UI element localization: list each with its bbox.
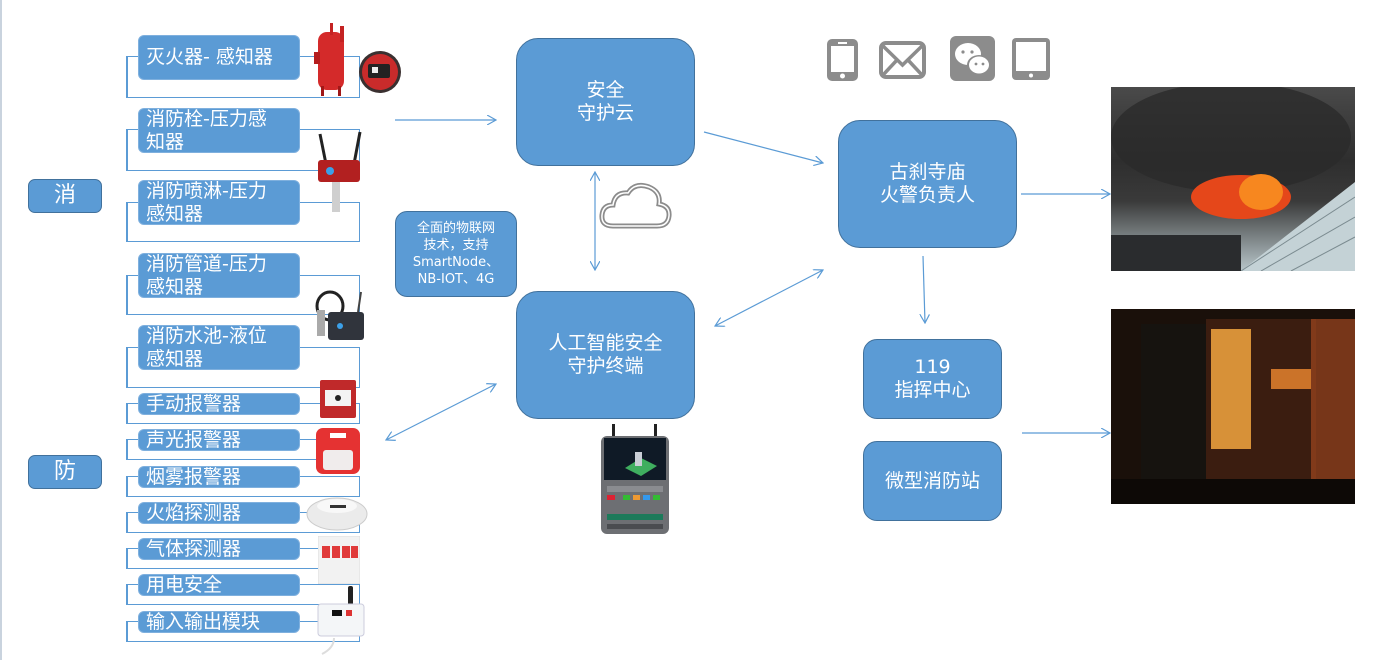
io-module-image (317, 586, 365, 655)
tablet-icon (1012, 38, 1050, 80)
category-xiao: 消 (28, 179, 102, 213)
cloud-icon (599, 183, 672, 229)
wechat-icon (950, 36, 995, 81)
electrical-breaker-image (318, 536, 360, 584)
iot-note-line2: 技术，支持 (423, 238, 489, 253)
responsible-line2: 火警负责人 (879, 184, 975, 206)
device-manual-alarm: 手动报警器 (138, 393, 300, 415)
iot-note-line1: 全面的物联网 (416, 221, 495, 236)
device-gas-detector: 气体探测器 (138, 538, 300, 560)
device-flame-detector: 火焰探测器 (138, 502, 300, 524)
device-pipe-pressure-sensor: 消防管道-压力感知器 (138, 253, 300, 298)
smoke-detector-image (306, 497, 368, 531)
ai-terminal-box: 人工智能安全 守护终端 (516, 291, 695, 419)
category-fang: 防 (28, 455, 102, 489)
iot-note-line4: NB-IOT、4G (417, 272, 495, 287)
command-line2: 指挥中心 (894, 379, 971, 401)
security-cloud-line2: 守护云 (576, 102, 634, 124)
device-extinguisher-sensor: 灭火器- 感知器 (138, 35, 300, 80)
temple-fire-responsible-box: 古刹寺庙 火警负责人 (838, 120, 1017, 248)
water-level-sensor-image (315, 290, 364, 340)
device-io-module: 输入输出模块 (138, 611, 300, 633)
building-fire-smoke-photo (1111, 87, 1355, 271)
device-sound-light-alarm: 声光报警器 (138, 429, 300, 451)
iot-note-line3: SmartNode、 (412, 255, 500, 270)
responsible-line1: 古刹寺庙 (889, 161, 966, 184)
security-cloud-box: 安全 守护云 (516, 38, 695, 166)
station-label: 微型消防站 (884, 469, 980, 492)
device-smoke-alarm: 烟雾报警器 (138, 466, 300, 488)
arrow-cloud-to-responsible (703, 131, 823, 163)
arrow-terminal-responsible (715, 270, 823, 326)
device-pool-level-sensor: 消防水池-液位感知器 (138, 325, 300, 370)
command-center-119-box: 119 指挥中心 (863, 339, 1002, 419)
iot-tech-note: 全面的物联网 技术，支持 SmartNode、 NB-IOT、4G (395, 211, 517, 297)
phone-icon (827, 39, 858, 81)
ai-terminal-line2: 守护终端 (567, 355, 644, 377)
sound-light-alarm-image (316, 428, 360, 474)
manual-alarm-image (320, 380, 356, 418)
hydrant-sensor-image (318, 131, 362, 212)
arrow-devices-terminal (386, 384, 496, 440)
left-edge-line (0, 0, 2, 660)
arrow-responsible-to-119 (923, 255, 925, 323)
ai-terminal-line1: 人工智能安全 (548, 332, 663, 355)
tower-fire-detail (1111, 319, 1355, 504)
device-electrical-safety: 用电安全 (138, 574, 300, 596)
mini-fire-station-box: 微型消防站 (863, 441, 1002, 521)
fire-photo-detail (1111, 87, 1355, 271)
command-line1: 119 (914, 356, 951, 379)
device-hydrant-pressure-sensor: 消防栓-压力感知器 (138, 108, 300, 153)
device-sprinkler-pressure-sensor: 消防喷淋-压力感知器 (138, 180, 300, 225)
extinguisher-tank-image (314, 23, 401, 96)
ai-terminal-device-image (601, 424, 669, 534)
security-cloud-line1: 安全 (586, 79, 625, 102)
mail-icon (879, 41, 926, 79)
tower-block-fire-photo (1111, 309, 1355, 504)
